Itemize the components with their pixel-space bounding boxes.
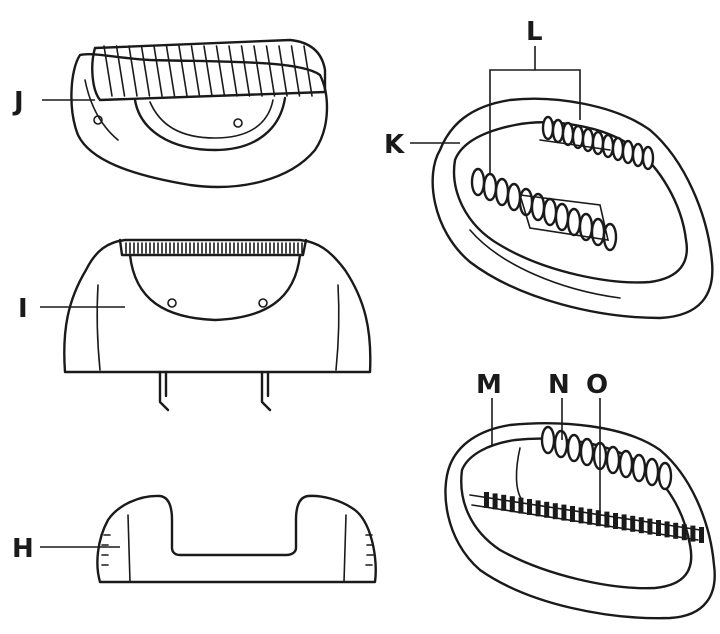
bristle (638, 517, 644, 534)
part-mno-massage-head (444, 422, 716, 620)
part-j-comb-cap (70, 38, 329, 189)
comb-tooth (165, 45, 176, 97)
bristle (630, 515, 636, 532)
massage-roller (644, 457, 660, 487)
comb-tooth (303, 45, 313, 97)
bristle (570, 506, 575, 522)
massage-roller (605, 445, 621, 475)
massage-roller (618, 449, 634, 479)
bristle (621, 514, 627, 531)
roller-disc (641, 145, 655, 171)
roller-disc (506, 182, 522, 212)
comb-tooth (128, 45, 138, 97)
label-j: J (12, 87, 24, 117)
part-i-shaver-head (63, 238, 372, 412)
massage-roller (579, 437, 595, 467)
bristle (681, 524, 687, 541)
comb-tooth (278, 45, 288, 97)
roller-disc (561, 121, 575, 147)
label-o: O (586, 370, 608, 400)
part-k-epilator-head (431, 97, 714, 320)
comb-tooth (115, 45, 126, 97)
part-h-cap (96, 494, 377, 584)
bristle (673, 522, 679, 539)
bristle (518, 497, 524, 514)
bristle (595, 510, 601, 527)
bristle (561, 504, 567, 521)
comb-tooth (253, 45, 263, 97)
bristle (527, 499, 532, 515)
bristle (501, 494, 507, 511)
roller-disc (631, 142, 645, 168)
roller-disc (591, 130, 605, 156)
roller-disc (494, 177, 510, 207)
comb-tooth (240, 45, 251, 97)
massage-roller (540, 425, 556, 455)
comb-tooth (178, 45, 188, 97)
comb-tooth (140, 45, 151, 97)
roller-disc (602, 222, 618, 252)
roller-disc (551, 118, 565, 144)
bristle (613, 513, 618, 529)
comb-tooth (153, 45, 163, 97)
roller-disc (542, 197, 558, 227)
label-n: N (548, 370, 570, 400)
bristle (552, 503, 558, 520)
label-k: K (384, 130, 405, 160)
label-h: H (12, 534, 34, 564)
roller-disc (554, 202, 570, 232)
bristle (492, 493, 498, 510)
comb-tooth (190, 45, 201, 97)
bristle (699, 527, 704, 543)
comb-tooth (103, 45, 113, 97)
bristle (535, 500, 541, 517)
bristle (544, 501, 550, 518)
comb-tooth (265, 45, 276, 97)
label-l: L (526, 17, 543, 47)
massage-roller (631, 453, 647, 483)
massage-roller (553, 429, 569, 459)
leader-l (489, 46, 581, 175)
roller-disc (566, 207, 582, 237)
bristle (509, 496, 515, 513)
roller-disc (611, 136, 625, 162)
bristle (604, 511, 610, 528)
roller-disc (621, 139, 635, 165)
comb-tooth (290, 45, 301, 97)
roller-disc (482, 172, 498, 202)
bristle (656, 520, 661, 536)
bristle (587, 508, 593, 525)
bristle (690, 525, 696, 542)
massage-roller (566, 433, 582, 463)
comb-tooth (215, 45, 226, 97)
bristle (578, 507, 584, 524)
bristle (664, 521, 670, 538)
label-i: I (18, 294, 28, 324)
massage-roller (657, 461, 673, 491)
comb-tooth (203, 45, 213, 97)
bristle (484, 492, 489, 508)
roller-disc (541, 115, 555, 141)
bristle (647, 518, 653, 535)
roller-disc (470, 167, 486, 197)
roller-disc (590, 217, 606, 247)
roller-disc (601, 133, 615, 159)
comb-tooth (228, 45, 238, 97)
label-m: M (476, 370, 502, 400)
